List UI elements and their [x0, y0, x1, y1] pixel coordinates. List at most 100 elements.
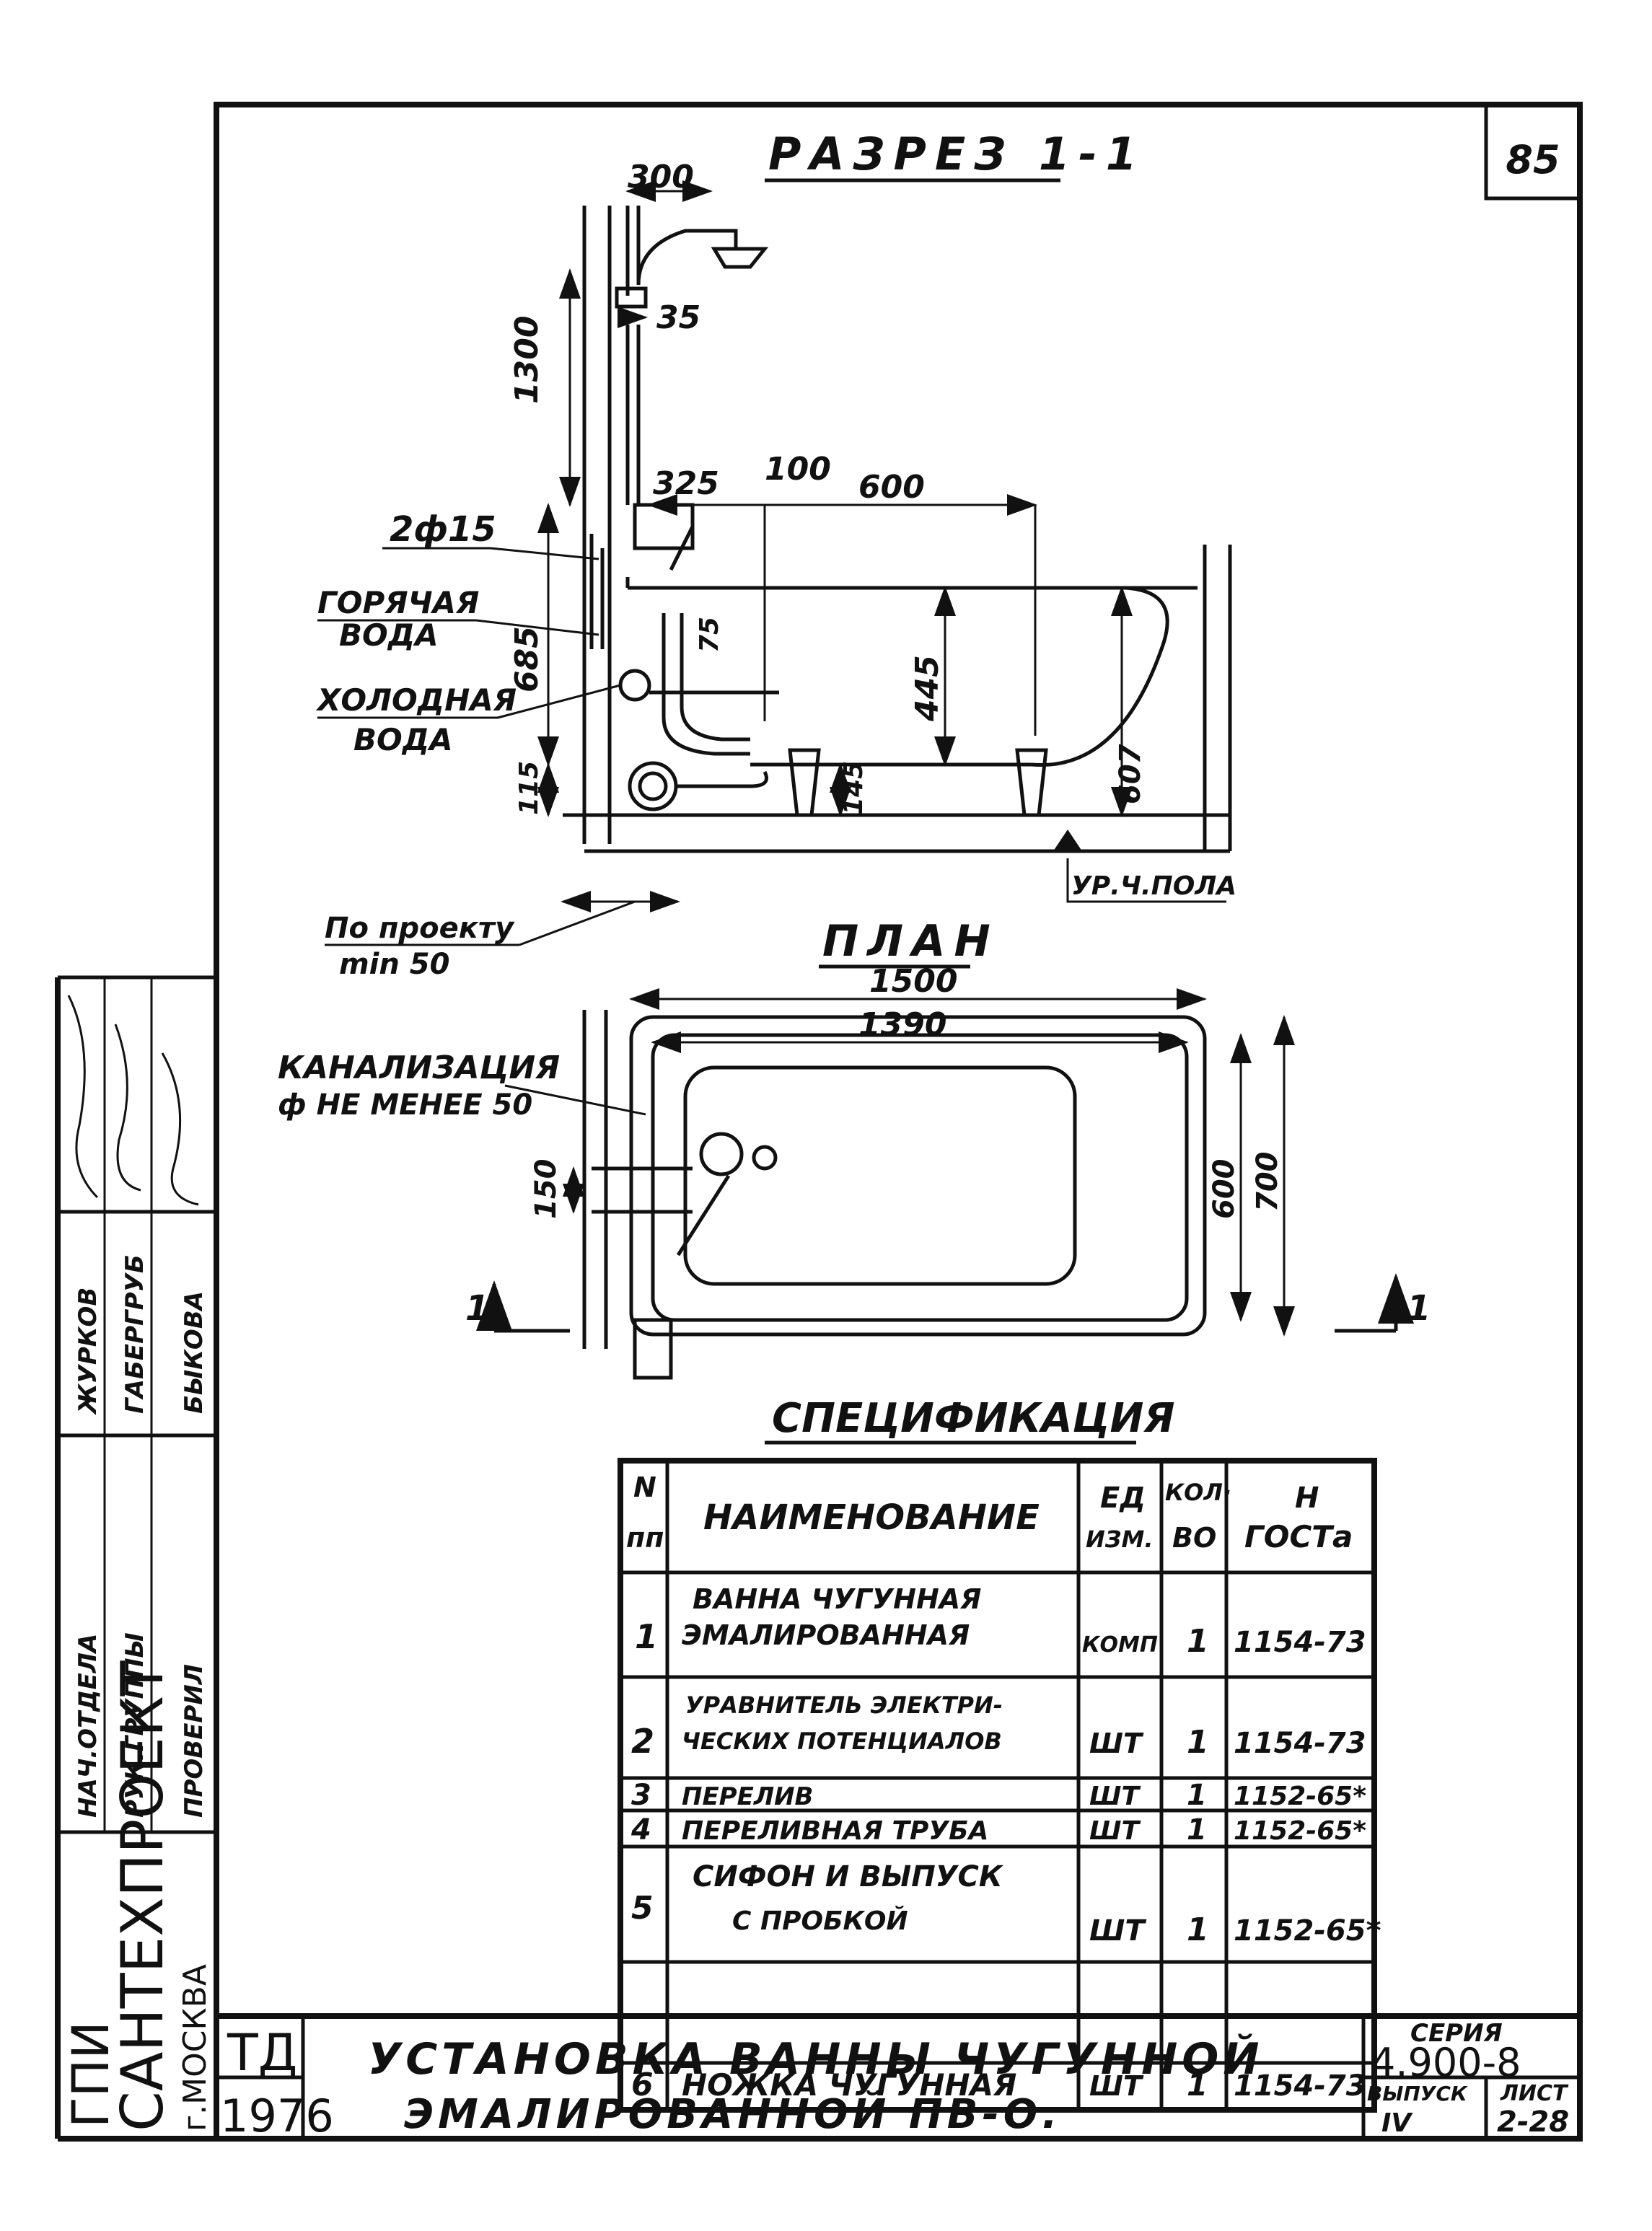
spec-title: СПЕЦИФИКАЦИЯ: [772, 1395, 1175, 1442]
cut-label-right: 1: [1407, 1288, 1431, 1329]
plan-drain-icon: [699, 1132, 744, 1176]
dim-150: 150: [530, 1159, 563, 1220]
label-by-project-2: min 50: [339, 948, 449, 981]
name-gabergrub: ГАБЕРГРУБ: [120, 1254, 149, 1414]
dim-445: 445: [909, 655, 946, 722]
row-gost: 1154-73: [1234, 2069, 1366, 2103]
row-num: 3: [631, 1779, 651, 1812]
header-unit-2: ИЗМ.: [1086, 1526, 1154, 1553]
row-unit: ШТ: [1089, 2070, 1144, 2102]
row-name-1: ПЕРЕЛИВНАЯ ТРУБА: [682, 1816, 988, 1846]
section-title: РАЗРЕЗ 1-1: [768, 128, 1146, 180]
table-row: 6 НОЖКА ЧУГУННАЯ ШТ 1 1154-73: [631, 2067, 1366, 2103]
header-num-1: N: [633, 1471, 656, 1503]
plan-title: ПЛАН: [822, 916, 999, 967]
row-name-2: ЭМАЛИРОВАННАЯ: [682, 1619, 970, 1651]
label-floor-level: УР.Ч.ПОЛА: [1071, 871, 1236, 901]
row-name-1: СИФОН И ВЫПУСК: [693, 1860, 1004, 1893]
mixer-spout: [669, 525, 695, 571]
dim-325: 325: [653, 465, 719, 502]
role-group-lead: РУК.ГРУППЫ: [120, 1632, 149, 1818]
row-gost: 1152-65*: [1234, 1782, 1366, 1811]
issue-label: ВЫПУСК: [1367, 2082, 1469, 2105]
signature-2-icon: [114, 1024, 141, 1192]
row-gost: 1154-73: [1234, 1626, 1366, 1659]
floor-level-mark-icon: [1053, 830, 1082, 851]
issue-value: IV: [1381, 2108, 1413, 2138]
dim-600-plan: 600: [1208, 1159, 1241, 1220]
sheet-label: ЛИСТ: [1500, 2081, 1569, 2106]
bath-curve: [1031, 586, 1169, 767]
drawing-frame: [55, 102, 1583, 2142]
row-unit: ШТ: [1089, 1816, 1141, 1846]
supply-pipes: [589, 534, 605, 649]
dim-700: 700: [1251, 1152, 1284, 1213]
sheet-value: 2-28: [1497, 2105, 1569, 2139]
header-qty-1: КОЛ·: [1165, 1479, 1231, 1506]
table-row: 3 ПЕРЕЛИВ ШТ 1 1152-65*: [631, 1779, 1366, 1812]
plan-overflow-icon: [752, 1145, 778, 1171]
dim-607: 607: [1114, 744, 1147, 804]
plan-drawing: 1 1: [465, 1010, 1431, 1380]
org-moscow: г.МОСКВА: [177, 1964, 214, 2131]
plan-supply-lines: [592, 1166, 693, 1214]
drawing-title-2: ЭМАЛИРОВАННОЙ ПВ-О.: [404, 2090, 1062, 2138]
label-cold-water-2: ВОДА: [353, 722, 453, 757]
row-qty: 1: [1187, 1623, 1209, 1660]
plan-labels: КАНАЛИЗАЦИЯ ф НЕ МЕНЕЕ 50: [278, 1050, 646, 1122]
dim-1390: 1390: [858, 1006, 946, 1043]
role-head-dept: НАЧ.ОТДЕЛА: [74, 1634, 102, 1818]
row-qty: 1: [1187, 1779, 1207, 1812]
section-labels: 2ф15 ГОРЯЧАЯ ВОДА ХОЛОДНАЯ ВОДА УР.Ч.ПОЛ…: [315, 509, 1236, 981]
row-num: 4: [631, 1813, 651, 1847]
dim-1300: 1300: [509, 316, 545, 404]
dim-600-section: 600: [858, 469, 925, 506]
side-stamp: НАЧ.ОТДЕЛА РУК.ГРУППЫ ПРОВЕРИЛ ЖУРКОВ ГА…: [58, 975, 216, 2131]
dim-35: 35: [656, 299, 700, 336]
label-sewer-2: ф НЕ МЕНЕЕ 50: [278, 1088, 532, 1122]
page-number: 85: [1506, 137, 1560, 182]
dim-100: 100: [765, 451, 831, 488]
section-drawing: [563, 206, 1232, 853]
row-name-2: С ПРОБКОЙ: [732, 1906, 908, 1936]
year: 1976: [220, 2090, 334, 2142]
title-block: ТД 1976 УСТАНОВКА ВАННЫ ЧУГУННОЙ ЭМАЛИРО…: [216, 2013, 1580, 2142]
series-label: СЕРИЯ: [1410, 2019, 1503, 2048]
label-cold-water-1: ХОЛОДНАЯ: [315, 682, 517, 718]
label-hot-water-1: ГОРЯЧАЯ: [317, 585, 479, 620]
org-gpi: ГПИ: [61, 2021, 120, 2128]
label-pipe-diameter: 2ф15: [390, 509, 496, 550]
shower-bracket: [615, 286, 648, 309]
plan-bath-bowl: [683, 1065, 1077, 1286]
shower-head-icon: [711, 247, 769, 269]
plan-bath-outer: [629, 1015, 1207, 1337]
row-qty: 1: [1187, 1724, 1209, 1761]
shower-riser: [625, 206, 738, 296]
label-by-project-1: По проекту: [325, 912, 515, 945]
plan-sewer-pipe: [633, 1318, 673, 1380]
row-name-1: ВАННА ЧУГУННАЯ: [693, 1583, 981, 1615]
row-unit: КОМП: [1082, 1632, 1158, 1658]
cold-pipe-icon: [618, 669, 651, 702]
drain-pipe: [676, 770, 768, 788]
drawing-title-1: УСТАНОВКА ВАННЫ ЧУГУННОЙ: [368, 2033, 1264, 2085]
siphon-icon: [628, 761, 678, 811]
cut-label-left: 1: [465, 1288, 489, 1329]
row-unit: ШТ: [1089, 1782, 1141, 1811]
row-name-2: ЧЕСКИХ ПОТЕНЦИАЛОВ: [682, 1728, 1002, 1755]
plan-dimensions: 1500 1390 150 600 700: [530, 963, 1295, 1337]
signature-1-icon: [67, 995, 99, 1199]
dim-115: 115: [514, 761, 544, 815]
row-num: 6: [631, 2067, 654, 2103]
dim-145: 145: [839, 761, 869, 815]
table-row: 1 ВАННА ЧУГУННАЯ ЭМАЛИРОВАННАЯ КОМП 1 11…: [635, 1583, 1366, 1660]
label-sewer-1: КАНАЛИЗАЦИЯ: [278, 1050, 560, 1086]
row-num: 2: [631, 1722, 654, 1761]
dim-300: 300: [628, 159, 694, 195]
row-qty: 1: [1187, 1911, 1209, 1948]
table-row: 5 СИФОН И ВЫПУСК С ПРОБКОЙ ШТ 1 1152-65*: [631, 1860, 1381, 1948]
spec-table: N пп НАИМЕНОВАНИЕ ЕД ИЗМ. КОЛ· ВО Н ГОСТ…: [618, 1458, 1381, 2113]
td-mark: ТД: [227, 2023, 297, 2082]
row-num: 1: [635, 1617, 658, 1656]
